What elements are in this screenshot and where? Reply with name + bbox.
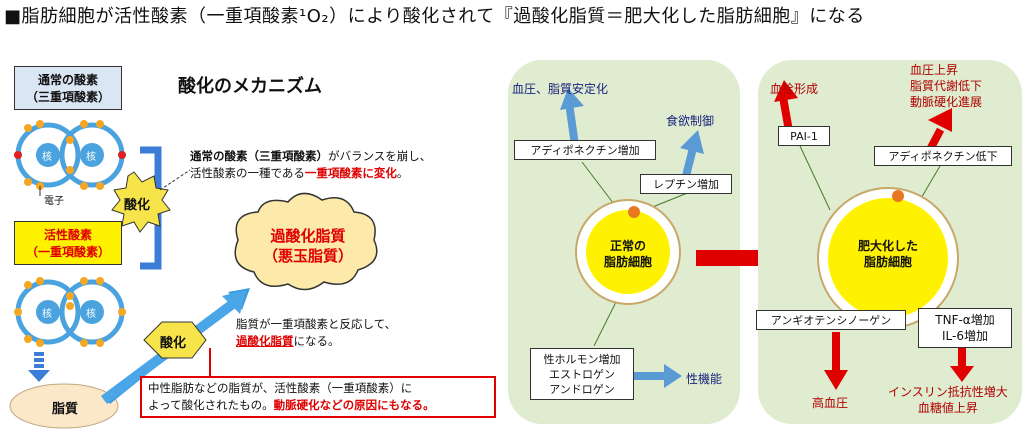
nucleus-label-3: 核 <box>42 309 52 320</box>
normal-oxygen-box: 通常の酸素 （三重項酸素） <box>14 66 122 110</box>
electron-label: 電子 <box>44 196 64 207</box>
explain-1-b: 活性酸素の一種である <box>190 166 305 180</box>
explain-2-red: 過酸化脂質 <box>236 334 294 348</box>
metabolic-line1: 血圧上昇 <box>910 63 959 77</box>
cloud-line2: （悪玉脂質） <box>262 247 353 265</box>
unpaired-electron-right <box>118 151 126 159</box>
metabolic-line3: 動脈硬化進展 <box>910 95 983 109</box>
nucleus-label-2: 核 <box>86 152 96 163</box>
explain-1-bold: 通常の酸素（三重項酸素） <box>190 149 328 163</box>
oxidation-badge-2 <box>143 321 207 359</box>
oxidation-badge-1 <box>111 171 171 233</box>
mid-blue-arrows <box>560 88 704 388</box>
note-b: よって酸化されたもの。 <box>148 398 274 412</box>
hormone-line1: 性ホルモン増加 <box>543 352 621 366</box>
bp-lipid-stable-label: 血圧、脂質安定化 <box>512 82 609 96</box>
normal-cell-nucleus <box>628 206 640 218</box>
hormone-line2: エストロゲン <box>549 367 615 381</box>
normal-oxygen-line2: （三重項酸素） <box>25 90 110 104</box>
il6-line: IL-6増加 <box>942 329 988 343</box>
insulin-line1: インスリン抵抗性増大 <box>888 385 1008 399</box>
lipid-ellipse <box>9 383 119 429</box>
insulin-label: インスリン抵抗性増大 血糖値上昇 <box>888 384 1008 416</box>
insulin-line2: 血糖値上昇 <box>917 401 978 415</box>
electrons-bottom <box>14 277 126 347</box>
oxidation-label-2: 酸化 <box>160 336 187 351</box>
unpaired-electron-left <box>14 151 22 159</box>
leptin-increase-box: レプチン増加 <box>640 174 732 194</box>
metabolic-line2: 脂質代謝低下 <box>910 79 983 93</box>
active-nucleus-left <box>36 300 60 324</box>
tnf-il6-box: TNF-α増加 IL-6増加 <box>918 308 1012 348</box>
mechanism-heading: 酸化のメカニズム <box>178 76 322 97</box>
pai1-box: PAI-1 <box>778 126 830 146</box>
normal-cell-line2: 脂肪細胞 <box>603 255 652 269</box>
appetite-control-label: 食欲制御 <box>666 114 715 128</box>
note-red: 動脈硬化などの原因にもなる。 <box>273 398 435 412</box>
dashed-down-arrow <box>28 352 50 382</box>
sexual-function-label: 性機能 <box>686 372 723 386</box>
hormone-line3: アンドロゲン <box>549 382 615 396</box>
diagonal-arrow-head <box>222 290 246 314</box>
normal-cell-label: 正常の 脂肪細胞 <box>590 238 666 270</box>
normal-oxygen-line1: 通常の酸素 <box>37 73 98 87</box>
explain-1-red: 一重項酸素に変化 <box>304 166 397 180</box>
enlarged-cell-label: 肥大化した 脂肪細胞 <box>846 238 930 270</box>
active-oxygen-box: 活性酸素 （一重項酸素） <box>14 221 122 265</box>
active-oxygen-line2: （一重項酸素） <box>25 245 110 259</box>
explanation-1: 通常の酸素（三重項酸素）がバランスを崩し、 活性酸素の一種である一重項酸素に変化… <box>190 148 500 182</box>
note-box: 中性脂肪などの脂質が、活性酸素（一重項酸素）に よって酸化されたもの。動脈硬化な… <box>140 376 496 418</box>
left-diagram-svg <box>9 120 378 429</box>
enlarged-cell-inner <box>828 198 948 318</box>
tnf-line: TNF-α増加 <box>935 313 995 327</box>
cloud-line1: 過酸化脂質 <box>270 227 346 245</box>
sex-hormone-box: 性ホルモン増加 エストロゲン アンドロゲン <box>530 348 634 400</box>
nucleus-right <box>80 143 104 167</box>
explain-1-a: がバランスを崩し、 <box>328 149 432 163</box>
electrons-top <box>24 120 104 190</box>
explain-2-a: 脂質が一重項酸素と反応して、 <box>236 317 397 331</box>
nucleus-left <box>36 143 60 167</box>
metabolic-label: 血圧上昇 脂質代謝低下 動脈硬化進展 <box>910 62 982 110</box>
active-oxygen-line1: 活性酸素 <box>43 228 92 242</box>
thrombus-label: 血栓形成 <box>770 82 819 96</box>
normal-cell-inner <box>586 210 670 294</box>
nucleus-label-1: 核 <box>42 152 52 163</box>
peroxide-cloud <box>234 192 378 291</box>
lipid-label: 脂質 <box>52 402 79 417</box>
explain-1-end: 。 <box>396 166 409 180</box>
enlarged-cell-line2: 脂肪細胞 <box>863 255 912 269</box>
page-title: ■脂肪細胞が活性酸素（一重項酸素¹O₂）により酸化されて『過酸化脂質＝肥大化した… <box>4 6 865 27</box>
dashed-connector <box>159 169 191 191</box>
adiponectin-decrease-box: アディポネクチン低下 <box>874 146 1012 166</box>
explanation-2: 脂質が一重項酸素と反応して、 過酸化脂質になる。 <box>236 316 476 350</box>
nucleus-label-4: 核 <box>86 309 96 320</box>
right-red-arrows <box>774 80 974 390</box>
enlarged-cell-nucleus <box>892 190 904 202</box>
adiponectin-increase-box: アディポネクチン増加 <box>514 140 656 160</box>
cloud-text: 過酸化脂質 （悪玉脂質） <box>250 226 366 266</box>
note-a: 中性脂肪などの脂質が、活性酸素（一重項酸素）に <box>148 381 413 395</box>
oxidation-label-1: 酸化 <box>124 198 151 213</box>
explain-2-b: になる。 <box>293 334 340 348</box>
angiotensinogen-box: アンギオテンシノーゲン <box>756 310 906 330</box>
active-nucleus-right <box>80 300 104 324</box>
enlarged-cell-line1: 肥大化した <box>857 239 918 253</box>
normal-cell-line1: 正常の <box>609 239 646 253</box>
hypertension-label: 高血圧 <box>812 396 849 410</box>
